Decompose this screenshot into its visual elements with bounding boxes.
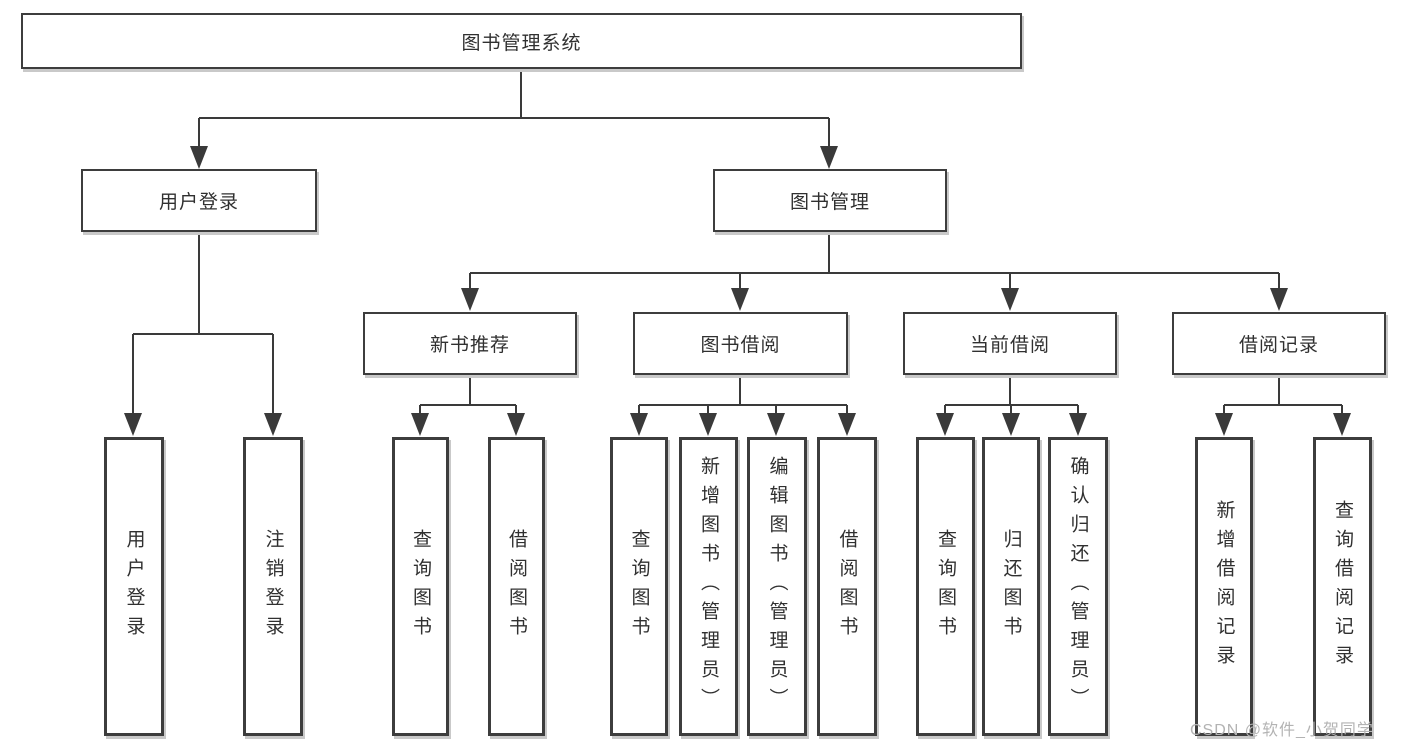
node-book-management-branch: 图书管理 (713, 169, 947, 232)
node-label: 借阅图书 (836, 528, 858, 645)
node-query-books-current: 查询图书 (916, 437, 975, 736)
node-label: 新增图书（管理员） (698, 456, 719, 717)
node-book-borrowing: 图书借阅 (633, 312, 848, 375)
node-borrow-books-borrow: 借阅图书 (817, 437, 877, 736)
node-label: 编辑图书（管理员） (766, 456, 788, 717)
node-edit-book-admin: 编辑图书（管理员） (747, 437, 807, 736)
node-label: 归还图书 (1000, 528, 1022, 645)
node-query-books-newrec: 查询图书 (392, 437, 449, 736)
node-label: 用户登录 (123, 528, 145, 645)
node-label: 新增借阅记录 (1213, 499, 1235, 674)
node-borrow-books-newrec: 借阅图书 (488, 437, 545, 736)
node-label: 图书管理系统 (461, 32, 582, 54)
node-new-book-recommendation: 新书推荐 (363, 312, 577, 375)
node-logout-login: 注销登录 (243, 437, 303, 736)
node-add-book-admin: 新增图书（管理员） (679, 437, 738, 736)
node-borrowing-records: 借阅记录 (1172, 312, 1386, 375)
node-label: 借阅图书 (506, 528, 527, 645)
node-query-borrow-record: 查询借阅记录 (1313, 437, 1372, 736)
node-user-login: 用户登录 (104, 437, 164, 736)
node-confirm-return-admin: 确认归还（管理员） (1048, 437, 1108, 736)
node-add-borrow-record: 新增借阅记录 (1195, 437, 1253, 736)
node-current-borrowing: 当前借阅 (903, 312, 1117, 375)
node-query-books-borrow: 查询图书 (610, 437, 668, 736)
node-label: 查询图书 (935, 528, 956, 645)
node-library-management-system: 图书管理系统 (21, 13, 1022, 69)
node-label: 确认归还（管理员） (1067, 456, 1089, 717)
watermark-text: CSDN @软件_小贺同学 (1190, 722, 1374, 739)
node-label: 查询图书 (410, 528, 431, 645)
node-label: 图书管理 (789, 192, 870, 213)
node-label: 查询借阅记录 (1332, 499, 1353, 674)
node-label: 借阅记录 (1238, 335, 1319, 356)
node-user-login-branch: 用户登录 (81, 169, 317, 232)
node-label: 用户登录 (158, 192, 239, 213)
node-label: 查询图书 (628, 528, 650, 645)
node-label: 新书推荐 (429, 335, 510, 356)
node-label: 图书借阅 (700, 335, 781, 356)
node-return-books: 归还图书 (982, 437, 1040, 736)
node-label: 当前借阅 (969, 335, 1050, 356)
node-label: 注销登录 (262, 528, 284, 645)
